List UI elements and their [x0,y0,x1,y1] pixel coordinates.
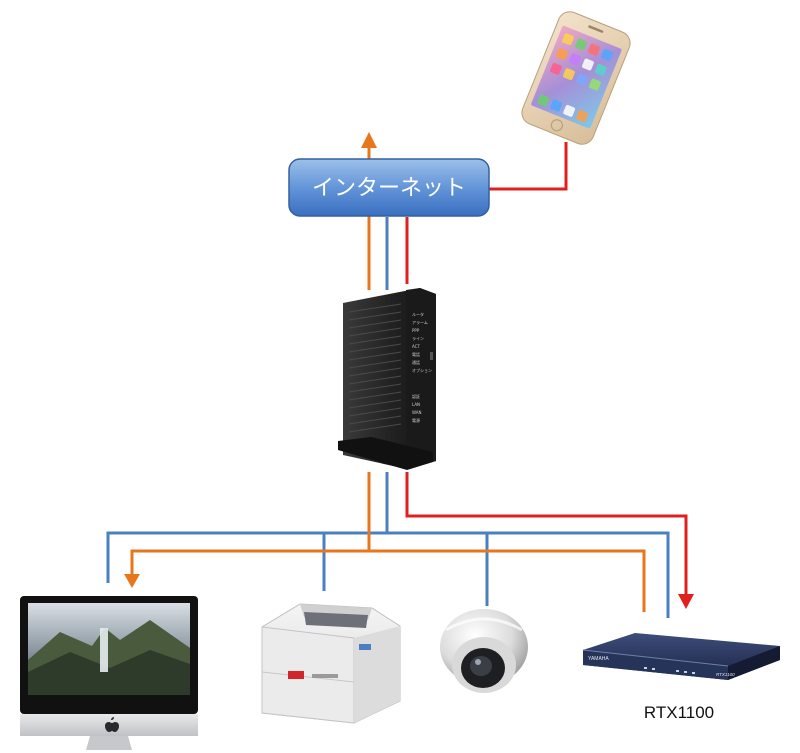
svg-text:ACT: ACT [412,344,420,349]
connection-lines [106,132,694,618]
svg-text:PPP: PPP [412,328,420,333]
printer-icon [261,603,401,724]
svg-text:WAN: WAN [412,410,421,415]
oki-logo-icon [288,671,304,679]
svg-text:オプション: オプション [412,367,432,373]
svg-text:通話: 通話 [412,359,420,365]
red-line-phone-to-internet [489,142,568,191]
svg-text:電話: 電話 [412,351,420,357]
svg-text:ライン: ライン [412,335,424,341]
orange-arrowhead-internet [361,132,377,148]
svg-text:LAN: LAN [412,402,420,407]
internet-cloud-box: インターネット [288,158,490,217]
rtx-label: RTX1100 [644,703,714,722]
internet-label: インターネット [312,176,466,201]
rtx1100-router-icon: YAMAHA RTX1100 RTX1100 [582,633,780,722]
svg-text:ルータ: ルータ [412,311,424,317]
blue-bus [106,531,670,618]
smartphone-icon [521,11,631,145]
rtx-brand: YAMAHA [588,656,609,662]
rtx-front-model: RTX1100 [716,672,735,677]
router-indicator-labels: ルータ アラーム PPP ライン ACT 電話 通話 オプション 認証 LAN … [412,311,432,423]
svg-text:認証: 認証 [412,393,420,399]
apple-logo-icon [105,717,119,732]
dome-camera-icon [440,609,528,693]
svg-text:アラーム: アラーム [412,319,428,325]
svg-text:電源: 電源 [412,417,420,423]
imac-computer-icon [20,596,198,750]
orange-arrowhead-imac [124,574,140,588]
orange-bus [130,549,646,612]
router-device: ルータ アラーム PPP ライン ACT 電話 通話 オプション 認証 LAN … [338,288,436,470]
red-line-router-to-rtx [405,472,688,598]
red-arrowhead-rtx [678,594,694,609]
